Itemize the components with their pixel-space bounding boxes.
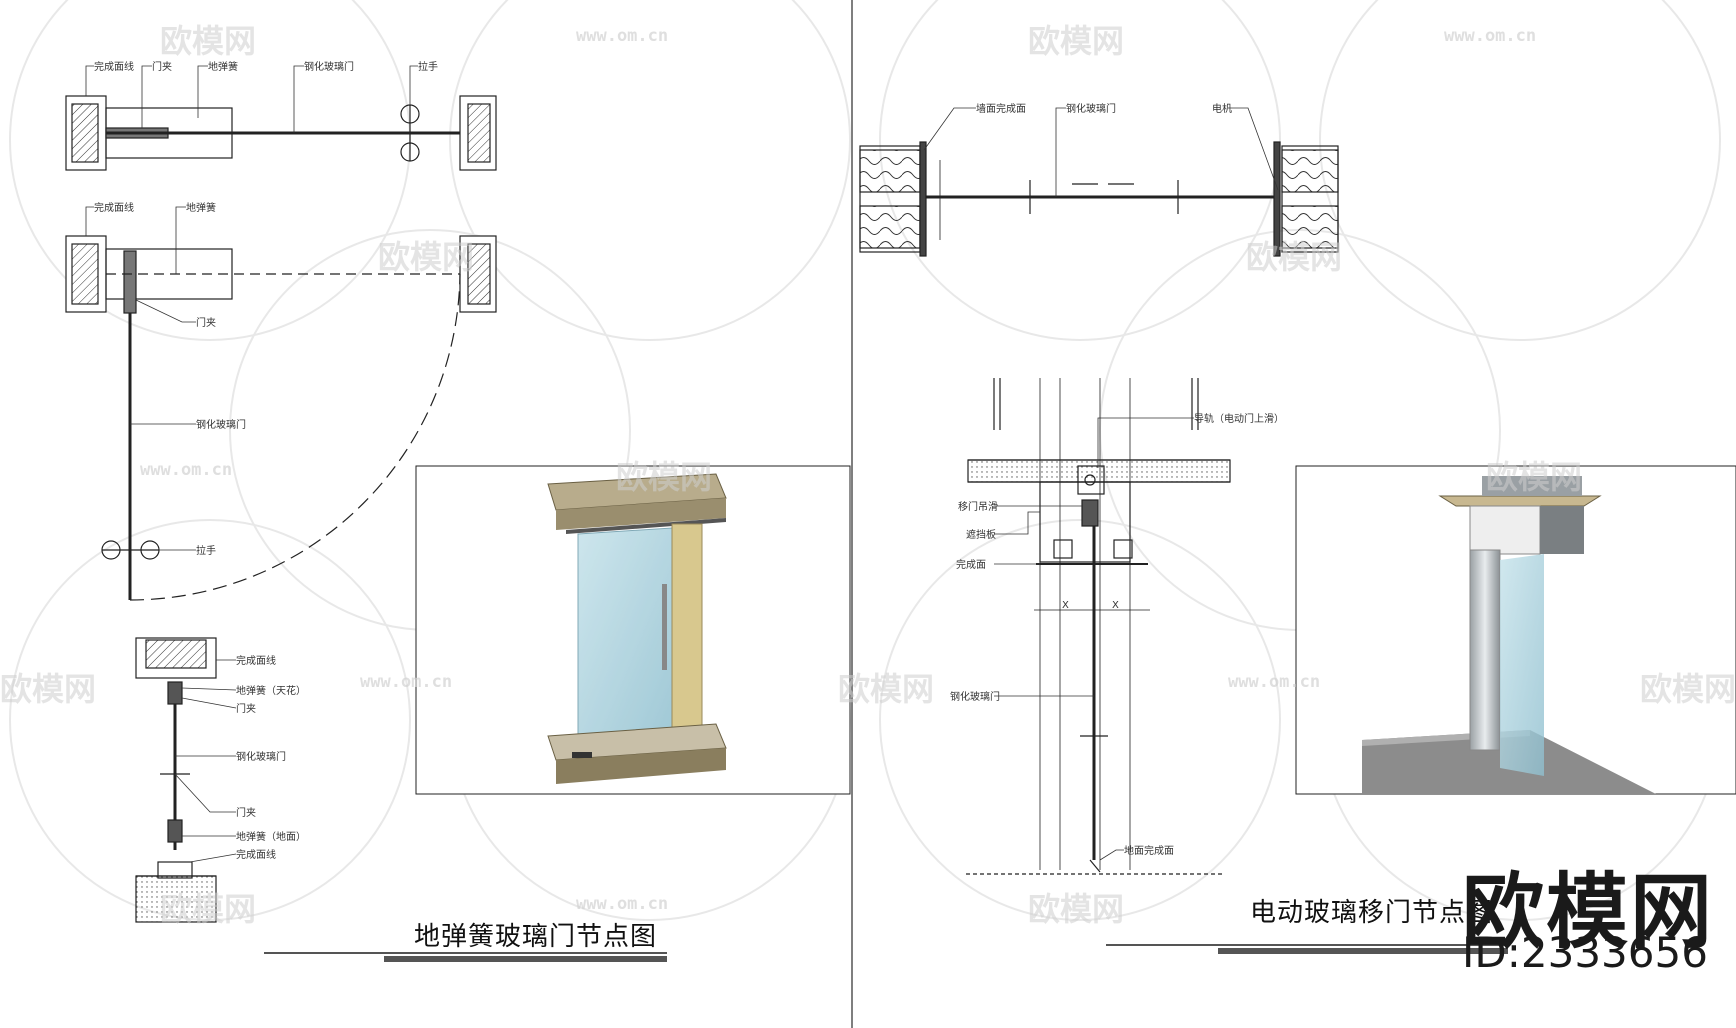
leaders-right-top [923,107,1279,197]
plan-open [65,235,497,601]
watermark-logo: 欧模网 [1246,238,1343,276]
plan-sliding [859,141,1339,257]
label-clamp-2: 门夹 [236,806,256,819]
label-hinge-2: 门夹 [196,316,216,329]
watermark-logo: 欧模网 [838,670,935,708]
label-floor-finish: 地面完成面 [1124,844,1174,857]
watermark-url: www.om.cn [140,460,233,480]
left-title-rule [264,952,667,962]
watermark-url: www.om.cn [576,894,669,914]
label-glass-door-2: 钢化玻璃门 [196,418,246,431]
watermark-logo: 欧模网 [0,670,97,708]
section-floor-spring [135,637,217,923]
render-floor-spring-door [415,465,851,795]
label-motor: 电机 [1212,102,1232,115]
right-title-rule [1106,944,1508,954]
label-finish-wall-4: 完成面线 [236,848,276,861]
label-floor-spring-bottom: 地弹簧（地面） [236,830,306,843]
label-hinge-1: 门夹 [152,60,172,73]
watermark-logo: 欧模网 [378,238,475,276]
label-blind-channel: 遮挡板 [966,528,996,541]
label-clamp-1: 门夹 [236,702,256,715]
render-sliding-door [1295,465,1736,795]
watermark-logo: 欧模网 [616,458,713,496]
watermark-url: www.om.cn [1228,672,1321,692]
label-finish-wall-3: 完成面线 [236,654,276,667]
label-floor-spring-1: 地弹簧 [208,60,238,73]
watermark-url: www.om.cn [360,672,453,692]
leaders-left [85,65,418,863]
leaders-right-section [994,417,1194,861]
label-ceiling-finish: 完成面 [956,558,986,571]
label-handle-2: 拉手 [196,544,216,557]
label-glass-door-1: 钢化玻璃门 [304,60,354,73]
label-track: 导轨（电动门上滑） [1194,412,1284,425]
label-wall-finish-top: 墙面完成面 [976,102,1026,115]
label-finish-wall-2: 完成面线 [94,201,134,214]
watermark-logo: 欧模网 [1640,670,1736,708]
watermark-logo: 欧模网 [1028,22,1125,60]
section-sliding [966,378,1231,875]
dim-x-1: X [1062,600,1069,611]
dim-x-2: X [1112,600,1119,611]
watermark-logo: 欧模网 [1486,458,1583,496]
watermark-logo: 欧模网 [1028,890,1125,928]
watermark-logo: 欧模网 [160,890,257,928]
brand-id: ID:2333656 [1462,928,1708,977]
label-glass-door-section: 钢化玻璃门 [950,690,1000,703]
label-floor-spring-top: 地弹簧（天花） [236,684,306,697]
title-electric-sliding-door: 电动玻璃移门节点图 [1250,898,1494,928]
label-handle-1: 拉手 [418,60,438,73]
label-glass-door-top: 钢化玻璃门 [1066,102,1116,115]
label-sliding-gear: 移门吊滑 [958,500,998,513]
label-glass-door-3: 钢化玻璃门 [236,750,286,763]
label-floor-spring-2: 地弹簧 [186,201,216,214]
watermark-logo: 欧模网 [160,22,257,60]
watermark-url: www.om.cn [1444,26,1537,46]
plan-closed [65,95,497,171]
label-finish-wall-1: 完成面线 [94,60,134,73]
watermark-url: www.om.cn [576,26,669,46]
title-floor-spring-door: 地弹簧玻璃门节点图 [414,922,658,952]
brand-logo-text: 欧模网 [1462,865,1715,960]
